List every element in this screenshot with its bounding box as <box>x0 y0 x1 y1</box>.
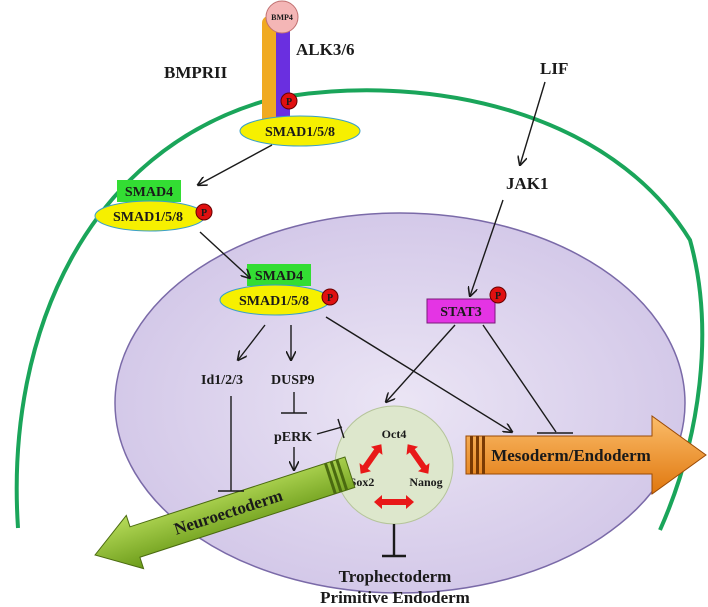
perk-label: pERK <box>274 430 312 445</box>
oct4-label: Oct4 <box>382 427 407 441</box>
edge-lif-to-jak1 <box>520 81 546 165</box>
smad158-nuc-phospho-label: P <box>327 293 333 304</box>
smad158-cyto-phospho-badge <box>195 203 213 221</box>
activation-edges <box>198 81 546 470</box>
receptor-phospho-label: P <box>286 97 292 108</box>
smad158-nuc-phospho-badge <box>321 288 339 306</box>
bmprii-label: BMPRII <box>164 63 228 82</box>
edge-stat3-inhibits-mesendoderm <box>482 324 557 433</box>
bmp4-ligand <box>265 0 299 34</box>
edge-receptor-to-cyto-smad <box>198 144 273 185</box>
receptor-phospho-badge <box>280 92 298 110</box>
edge-smad-to-mesendoderm <box>325 316 512 432</box>
smad158-nuc-label: SMAD1/5/8 <box>239 294 309 309</box>
smad4-nuc-label: SMAD4 <box>255 269 303 284</box>
stat3-phospho-label: P <box>495 291 501 302</box>
edge-cyto-to-nuclear-smad <box>199 231 250 278</box>
edge-core-inhibits-perk <box>316 426 343 435</box>
edge-jak1-to-stat3 <box>470 199 504 296</box>
id123-label: Id1/2/3 <box>201 373 243 388</box>
edge-smad-to-id123 <box>238 324 266 360</box>
receptor-smad158-node <box>239 115 361 147</box>
smad4-nuc-node <box>247 264 311 286</box>
mesendoderm-label: Mesoderm/Endoderm <box>491 446 651 465</box>
stat3-phospho-badge <box>489 286 507 304</box>
receptor-smad158-label: SMAD1/5/8 <box>265 125 335 140</box>
jak1-label: JAK1 <box>506 174 549 193</box>
trophectoderm-label: Trophectoderm <box>339 567 452 586</box>
smad4-cyto-label: SMAD4 <box>125 185 173 200</box>
bmp-receptor-complex: BMP4 P SMAD1/5/8 <box>239 0 361 147</box>
stat3-node <box>426 298 496 324</box>
stat3-label: STAT3 <box>440 305 482 320</box>
alk36-label: ALK3/6 <box>296 40 355 59</box>
dusp9-label: DUSP9 <box>271 373 315 388</box>
cell-membrane <box>14 88 705 531</box>
smad4-cyto-node <box>117 180 181 202</box>
smad158-cyto-phospho-label: P <box>201 208 207 219</box>
bmprii-receptor-bar <box>262 16 276 136</box>
bmp4-label: BMP4 <box>271 13 293 22</box>
lif-label: LIF <box>540 59 568 78</box>
sox2-label: Sox2 <box>350 475 375 489</box>
smad158-cyto-label: SMAD1/5/8 <box>113 210 183 225</box>
mesendoderm-arrow: Mesoderm/Endoderm <box>465 415 707 495</box>
inhibition-edges <box>218 324 573 558</box>
core-pluripotency-circle <box>334 405 454 525</box>
edge-stat3-to-oct4 <box>386 324 456 402</box>
core-interaction-arrows <box>359 444 430 509</box>
nanog-label: Nanog <box>409 475 442 489</box>
primitive-endoderm-label: Primitive Endoderm <box>320 588 470 607</box>
